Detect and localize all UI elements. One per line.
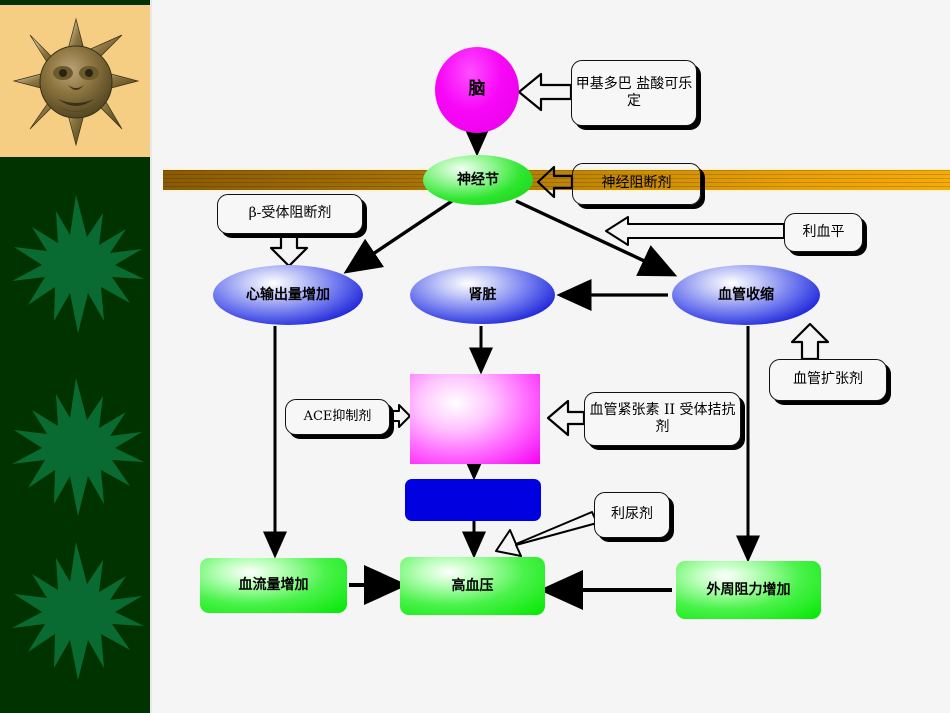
callout-beta-blocker[interactable]: β‑受体阻断剂 — [217, 194, 363, 234]
node-renin-angiotensin-box[interactable] — [410, 374, 540, 464]
node-aldosterone-box[interactable] — [405, 479, 541, 521]
callout-methyldopa-line1: 甲基多巴 — [575, 75, 632, 92]
sidebar-sun-panel — [0, 5, 152, 157]
node-brain[interactable]: 脑 — [435, 47, 519, 133]
callout-ganglion-blocker-label: 神经阻断剂 — [601, 175, 672, 192]
node-cardiac-output-label: 心输出量增加 — [246, 286, 330, 303]
node-brain-label: 脑 — [468, 79, 486, 100]
node-kidney-label: 肾脏 — [468, 286, 497, 303]
callout-at2-antagonist[interactable]: 血管紧张素 II 受体拮抗剂 — [584, 392, 741, 446]
horizontal-brown-bar — [163, 168, 950, 192]
node-ganglion[interactable]: 神经节 — [423, 155, 533, 205]
node-blood-flow-increase[interactable]: 血流量增加 — [200, 558, 347, 613]
callout-ganglion-blocker[interactable]: 神经阻断剂 — [572, 163, 701, 205]
node-hypertension-label: 高血压 — [451, 577, 494, 594]
callout-vasodilator[interactable]: 血管扩张剂 — [769, 359, 887, 401]
callout-methyldopa-line2: 盐酸可乐定 — [627, 75, 693, 110]
node-kidney[interactable]: 肾脏 — [410, 266, 555, 324]
callout-at2-antagonist-line1: 血管紧张素 II — [589, 401, 676, 418]
node-vasoconstriction[interactable]: 血管收缩 — [672, 265, 820, 325]
sun-burst-icon — [12, 195, 144, 333]
callout-reserpine[interactable]: 利血平 — [784, 213, 863, 252]
node-peripheral-resistance[interactable]: 外周阻力增加 — [676, 561, 821, 619]
callout-beta-blocker-label: β‑受体阻断剂 — [248, 205, 332, 222]
callout-ace-inhibitor[interactable]: ACE抑制剂 — [285, 399, 390, 435]
callout-methyldopa[interactable]: 甲基多巴 盐酸可乐定 — [571, 60, 697, 126]
callout-vasodilator-label: 血管扩张剂 — [793, 371, 863, 388]
node-vasoconstriction-label: 血管收缩 — [718, 286, 774, 303]
callout-diuretic-label: 利尿剂 — [611, 506, 653, 523]
sun-burst-icon — [12, 378, 144, 516]
sun-burst-icon — [12, 542, 144, 680]
node-peripheral-resistance-label: 外周阻力增加 — [706, 581, 791, 598]
callout-reserpine-label: 利血平 — [802, 223, 845, 240]
callout-diuretic[interactable]: 利尿剂 — [594, 492, 670, 538]
node-cardiac-output[interactable]: 心输出量增加 — [213, 265, 363, 325]
callout-ace-inhibitor-label: ACE抑制剂 — [303, 408, 372, 424]
node-blood-flow-increase-label: 血流量增加 — [238, 577, 309, 594]
sidebar-divider — [150, 0, 152, 713]
sidebar-top-strip — [0, 0, 152, 5]
node-hypertension[interactable]: 高血压 — [400, 557, 545, 615]
node-ganglion-label: 神经节 — [457, 171, 499, 188]
callout-at2-antagonist-line2: 受体拮抗剂 — [655, 401, 736, 436]
decorative-sidebar — [0, 0, 152, 713]
sun-face-icon — [12, 17, 140, 147]
